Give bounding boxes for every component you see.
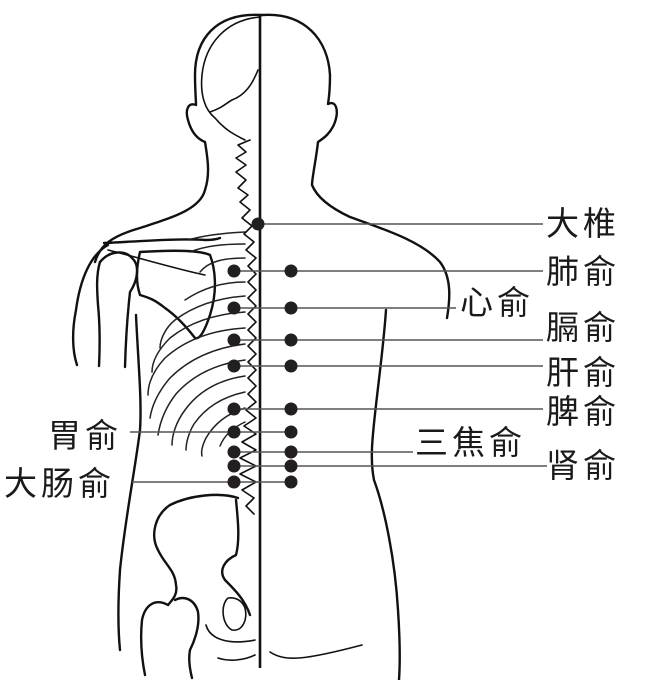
point-pishu-right: [284, 402, 298, 416]
point-weishu-right: [284, 425, 298, 439]
label-dachangshu: 大肠俞: [4, 464, 115, 503]
hip-femur: [140, 601, 170, 677]
point-ganshu-right: [284, 359, 298, 373]
point-weishu-left: [227, 425, 241, 439]
point-xinshu-right: [284, 301, 298, 315]
point-geshu-right: [284, 333, 298, 347]
label-ganshu: 肝俞: [546, 353, 620, 392]
label-sanjiaoshu: 三焦俞: [415, 423, 526, 462]
left-upper-arm-bone: [95, 260, 102, 368]
label-shenshu: 肾俞: [546, 446, 620, 485]
right-torso-side: [370, 308, 401, 680]
buttock-left: [217, 654, 256, 661]
left-torso-side: [117, 313, 142, 652]
point-xinshu-left: [227, 301, 241, 315]
head-outline: [93, 13, 264, 264]
pelvis-sacrum: [221, 498, 252, 617]
label-feishu: 肺俞: [546, 252, 620, 291]
left-clavicle: [102, 236, 222, 245]
point-ganshu-left: [227, 359, 241, 373]
label-geshu: 膈俞: [546, 308, 620, 347]
spine-vertebrae: [235, 139, 257, 515]
point-sanjiaoshu-left: [227, 445, 241, 459]
skull-occipital: [209, 69, 259, 113]
point-feishu-right: [284, 264, 298, 278]
label-dazhui: 大椎: [546, 204, 620, 243]
label-weishu: 胃俞: [48, 416, 122, 455]
left-arm-outer: [71, 243, 110, 367]
buttock-right: [269, 644, 363, 659]
label-pishu: 脾俞: [546, 392, 620, 431]
label-xinshu: 心俞: [460, 283, 534, 322]
point-shenshu-right: [284, 459, 298, 473]
head-outline-right: [260, 13, 451, 320]
left-humerus-head: [98, 251, 139, 369]
point-dachangshu-right: [284, 475, 298, 489]
acupoint-dots: [227, 217, 298, 489]
point-dachangshu-left: [227, 475, 241, 489]
pelvis-ilium: [153, 493, 240, 607]
left-scapula: [135, 249, 217, 340]
femur-head: [173, 596, 200, 680]
rib-cage: [147, 231, 246, 457]
point-pishu-left: [227, 402, 241, 416]
skull-inner: [200, 16, 261, 141]
scapula-spine: [107, 249, 206, 276]
point-shenshu-left: [227, 459, 241, 473]
point-sanjiaoshu-right: [284, 445, 298, 459]
point-feishu-left: [227, 264, 241, 278]
point-dazhui: [251, 217, 265, 231]
obturator: [222, 597, 247, 631]
point-geshu-left: [227, 333, 241, 347]
pubic-arc: [205, 624, 256, 643]
